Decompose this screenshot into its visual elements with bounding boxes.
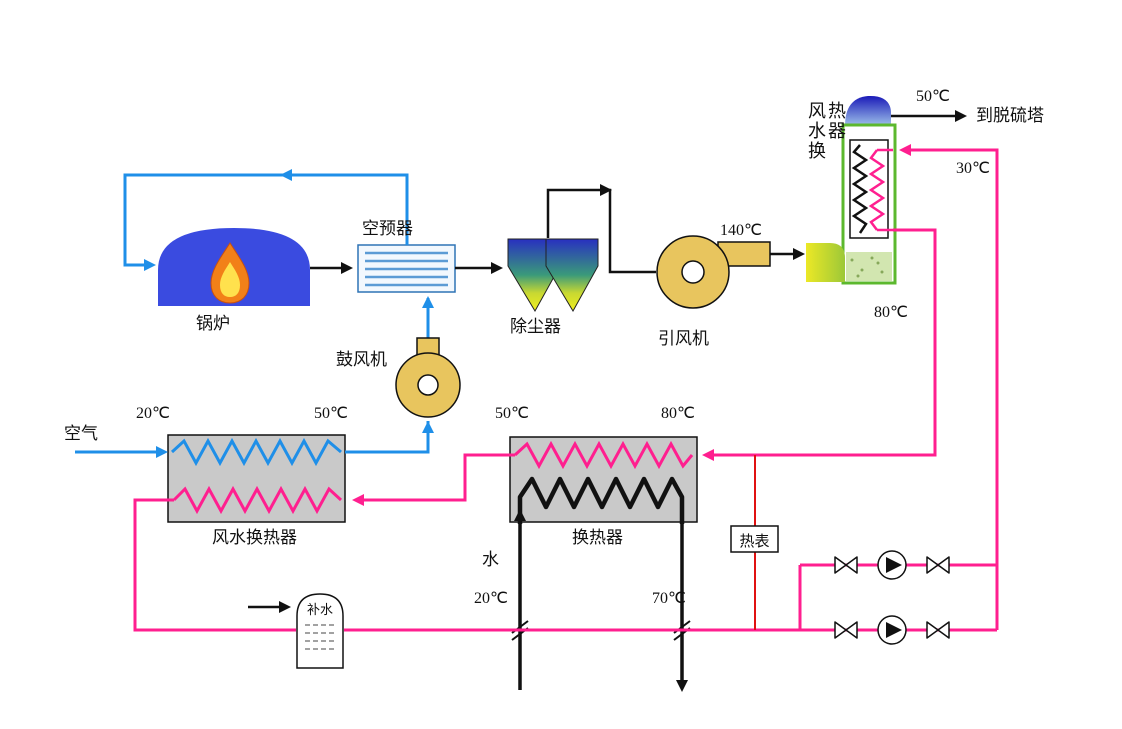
pump-branch-top — [834, 550, 950, 580]
air-inlet-label: 空气 — [64, 424, 98, 443]
air-preheater-label: 空预器 — [362, 219, 413, 238]
induced-fan-label: 引风机 — [658, 329, 709, 348]
blower-shape — [395, 337, 461, 418]
boiler-shape — [158, 228, 310, 306]
water-hx-label: 换热器 — [572, 528, 623, 547]
raw-water-arrows — [514, 509, 688, 692]
induced-fan-shape — [656, 235, 771, 309]
boiler-label: 锅炉 — [196, 314, 230, 333]
heat-meter-box — [730, 525, 779, 553]
temp-exchanger-in: 80℃ — [661, 405, 695, 422]
dust-collector-shape — [507, 238, 599, 312]
temp-air-in: 20℃ — [136, 405, 170, 422]
flue-gas-hx-label: 风水换热器 — [806, 101, 846, 161]
temp-air-out: 50℃ — [314, 405, 348, 422]
makeup-tank-shape — [296, 593, 344, 669]
flue-gas-hx-shape — [806, 95, 897, 285]
valve-icon — [834, 621, 950, 639]
dust-collector-label: 除尘器 — [510, 317, 561, 336]
makeup-tank-label: 补水 — [306, 602, 333, 617]
raw-water-label: 水 — [482, 550, 499, 569]
hot-water-arrows — [352, 144, 911, 506]
temp-flue-to-tower: 50℃ — [916, 88, 950, 105]
pump-icon — [877, 615, 907, 645]
temp-flue-after-fan: 140℃ — [720, 222, 762, 239]
pump-icon — [877, 550, 907, 580]
heat-meter-label: 热表 — [739, 534, 770, 550]
blower-label: 鼓风机 — [336, 350, 387, 369]
air-preheater-shape — [357, 244, 456, 293]
air-water-hx-label: 风水换热器 — [212, 528, 297, 547]
temp-circuit-supply: 80℃ — [874, 304, 908, 321]
to-tower-label: 到脱硫塔 — [976, 106, 1044, 125]
flue-gas-arrows — [279, 110, 967, 613]
air-arrows — [144, 169, 434, 458]
water-coil — [868, 149, 886, 231]
pump-branch-bottom — [834, 615, 950, 645]
temp-tap-water-out: 70℃ — [652, 590, 686, 607]
heating-rod-coil — [851, 144, 869, 234]
valve-icon — [834, 556, 950, 574]
temp-exchanger-out: 50℃ — [495, 405, 529, 422]
temp-tap-water-in: 20℃ — [474, 590, 508, 607]
temp-circuit-return: 30℃ — [956, 160, 990, 177]
